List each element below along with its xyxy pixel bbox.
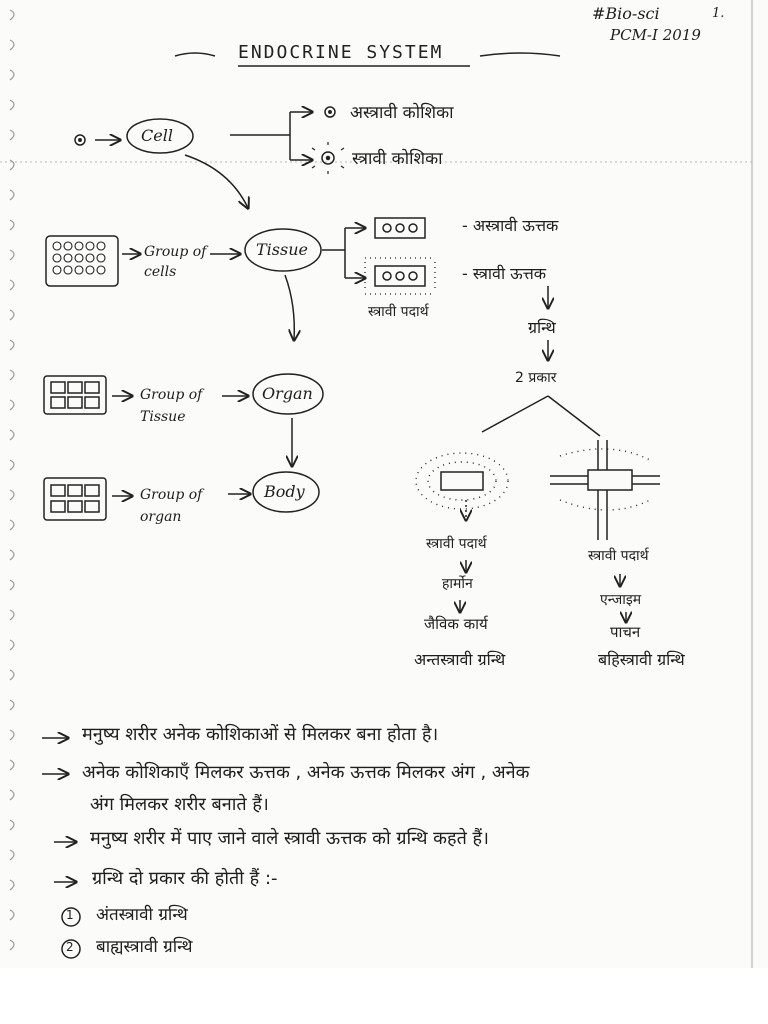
note-item-1: अंतस्त्रावी ग्रन्थि: [96, 905, 188, 925]
note-line-2b: अंग मिलकर शरीर बनाते हैं।: [90, 794, 269, 815]
group-of-cells-label: Group of cells: [144, 244, 207, 280]
hormone-label: हार्मोन: [442, 576, 473, 592]
non-secretory-tissue-symbol: [374, 217, 426, 239]
spiral-binding: [9, 9, 15, 951]
diagram-canvas: [0, 0, 753, 968]
title-swoosh-right: [479, 52, 561, 57]
batch-label: PCM-I 2019: [610, 26, 701, 44]
two-types-label: 2 प्रकार: [515, 370, 557, 386]
body-label: Body: [264, 482, 305, 501]
group-of-tissue-label: Group of Tissue: [140, 387, 203, 425]
secretory-cell-symbol: [311, 142, 345, 174]
note-line-3: मनुष्य शरीर में पाए जाने वाले स्त्रावी ऊ…: [90, 828, 489, 849]
gland-type-split: [481, 395, 601, 437]
group-of-organ-symbol: [43, 477, 107, 521]
exocrine-gland-label: बहिस्त्रावी ग्रन्थि: [598, 650, 685, 669]
group-of-organ-label: Group of organ: [140, 487, 203, 525]
cell-node: [126, 118, 194, 154]
exocrine-substance-label: स्त्रावी पदार्थ: [588, 548, 649, 564]
non-secretory-cell-symbol: [324, 106, 336, 118]
cell-symbol: [74, 134, 86, 146]
secretory-tissue-symbol: [374, 265, 426, 287]
digestion-label: पाचन: [610, 623, 641, 641]
body-node: [252, 471, 320, 513]
title-swoosh-left: [174, 52, 216, 57]
non-secretory-cell-label: अस्त्रावी कोशिका: [350, 103, 454, 123]
secretory-tissue-label: - स्त्रावी ऊत्तक: [462, 264, 547, 283]
arrow-cell-to-tissue: [184, 154, 248, 208]
item-number-1: 1: [66, 908, 74, 922]
enzyme-label: एन्जाइम: [600, 592, 642, 608]
biological-function-label: जैविक कार्य: [424, 615, 488, 633]
cell-label: Cell: [141, 126, 173, 145]
endocrine-gland-label: अन्तस्त्रावी ग्रन्थि: [414, 650, 506, 669]
page-title: ENDOCRINE SYSTEM: [238, 42, 444, 63]
page-number: 1.: [712, 6, 725, 21]
note-item-2: बाह्यस्त्रावी ग्रन्थि: [96, 937, 193, 957]
secretory-substance-label: स्त्रावी पदार्थ: [368, 304, 429, 320]
tissue-label: Tissue: [256, 240, 308, 259]
non-secretory-tissue-label: - अस्त्रावी ऊत्तक: [462, 216, 559, 235]
gland-label: ग्रन्थि: [528, 318, 556, 337]
arrow-tissue-to-organ: [284, 274, 294, 340]
note-line-2a: अनेक कोशिकाएँ मिलकर ऊत्तक , अनेक ऊत्तक म…: [82, 762, 530, 783]
group-of-cells-grid: [45, 235, 119, 287]
item-circle-2: [61, 939, 81, 959]
endocrine-substance-label: स्त्रावी पदार्थ: [426, 536, 487, 552]
group-of-tissue-symbol: [43, 375, 107, 415]
blank-area: [0, 968, 768, 1024]
organ-label: Organ: [262, 384, 313, 403]
exocrine-gland-symbol: [550, 440, 660, 540]
secretory-cell-label: स्त्रावी कोशिका: [352, 149, 443, 169]
note-line-4: ग्रन्थि दो प्रकार की होती हैं :-: [92, 868, 278, 889]
organ-node: [252, 373, 324, 415]
endocrine-gland-symbol: [415, 452, 509, 510]
tissue-node: [244, 228, 322, 272]
subject-tag: #Bio-sci: [592, 4, 660, 23]
item-circle-1: [61, 907, 81, 927]
item-number-2: 2: [66, 940, 74, 954]
note-line-1: मनुष्य शरीर अनेक कोशिकाओं से मिलकर बना ह…: [82, 724, 439, 745]
